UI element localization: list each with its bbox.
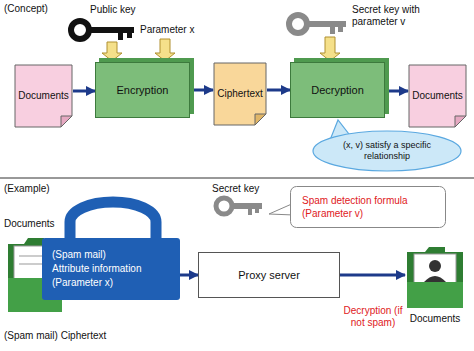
padlock-shackle [70, 202, 156, 241]
text-label: Secret key [212, 183, 259, 195]
node-text: Documents [18, 90, 69, 102]
node-text: Proxy server [238, 269, 300, 282]
text-box: Encryption [96, 63, 189, 117]
edge-label: Decryption (if not spam) [340, 305, 406, 329]
text-box: Spam detection formula(Parameter v) [290, 186, 446, 228]
process-box: Encryption [95, 62, 190, 118]
process-box: Decryption [290, 62, 385, 118]
node-text: Ciphertext [217, 88, 263, 100]
speech-bubble: Spam detection formula(Parameter v) [290, 186, 446, 228]
flow-arrow [267, 89, 290, 92]
node-text: (x, v) satisfy a specific relationship [328, 140, 446, 162]
text-label: Secret key with parameter v [352, 4, 436, 28]
folder-icon-outline [405, 244, 465, 310]
text-box: Documents [408, 64, 467, 128]
padlock-body: (Spam mail)Attribute information(Paramet… [42, 238, 180, 300]
node-text: (Parameter x) [52, 276, 113, 290]
flow-arrow [190, 89, 213, 92]
flow-arrow [340, 274, 405, 277]
node-text: Spam detection formula [302, 194, 408, 207]
input-arrow [102, 42, 122, 61]
node-text: (Parameter v) [302, 207, 363, 220]
document-page: Documents [14, 64, 73, 128]
text-label: Documents [4, 218, 55, 230]
input-arrow [155, 39, 175, 61]
folder-icon: Documents [405, 244, 465, 310]
secret-key-icon [289, 15, 346, 34]
text-label: Parameter x [140, 24, 194, 36]
speech-bubble-outline [290, 186, 446, 228]
text-box: Proxy server [199, 253, 339, 297]
node-text: Documents [410, 313, 461, 325]
document-page: Documents [408, 64, 467, 128]
node-text: (Spam mail) [52, 248, 106, 262]
section-divider [0, 178, 474, 179]
text-label: (Spam mail) Ciphertext [4, 330, 106, 342]
callout-ellipse: (x, v) satisfy a specific relationship [312, 130, 462, 172]
public-key-icon [71, 21, 134, 40]
text-label: (Concept) [4, 3, 48, 15]
text-box: (Spam mail)Attribute information(Paramet… [42, 238, 180, 300]
node-text: Decryption [311, 84, 364, 97]
text-box: (x, v) satisfy a specific relationship [312, 130, 462, 172]
flow-arrow [73, 90, 95, 93]
node-text: Attribute information [52, 262, 142, 276]
text-label: (Example) [4, 183, 50, 195]
flow-arrow [180, 274, 198, 277]
flow-arrow [385, 90, 408, 93]
node-text: Documents [412, 90, 463, 102]
node-text: Encryption [117, 84, 169, 97]
text-box: Decryption [291, 63, 384, 117]
process-box: Proxy server [198, 252, 340, 298]
text-box: Ciphertext [213, 62, 267, 126]
ciphertext-page: Ciphertext [213, 62, 267, 126]
secret-key-icon [216, 198, 262, 215]
text-box: Documents [14, 64, 73, 128]
input-arrow [320, 37, 340, 61]
text-label: Public key [90, 4, 136, 16]
